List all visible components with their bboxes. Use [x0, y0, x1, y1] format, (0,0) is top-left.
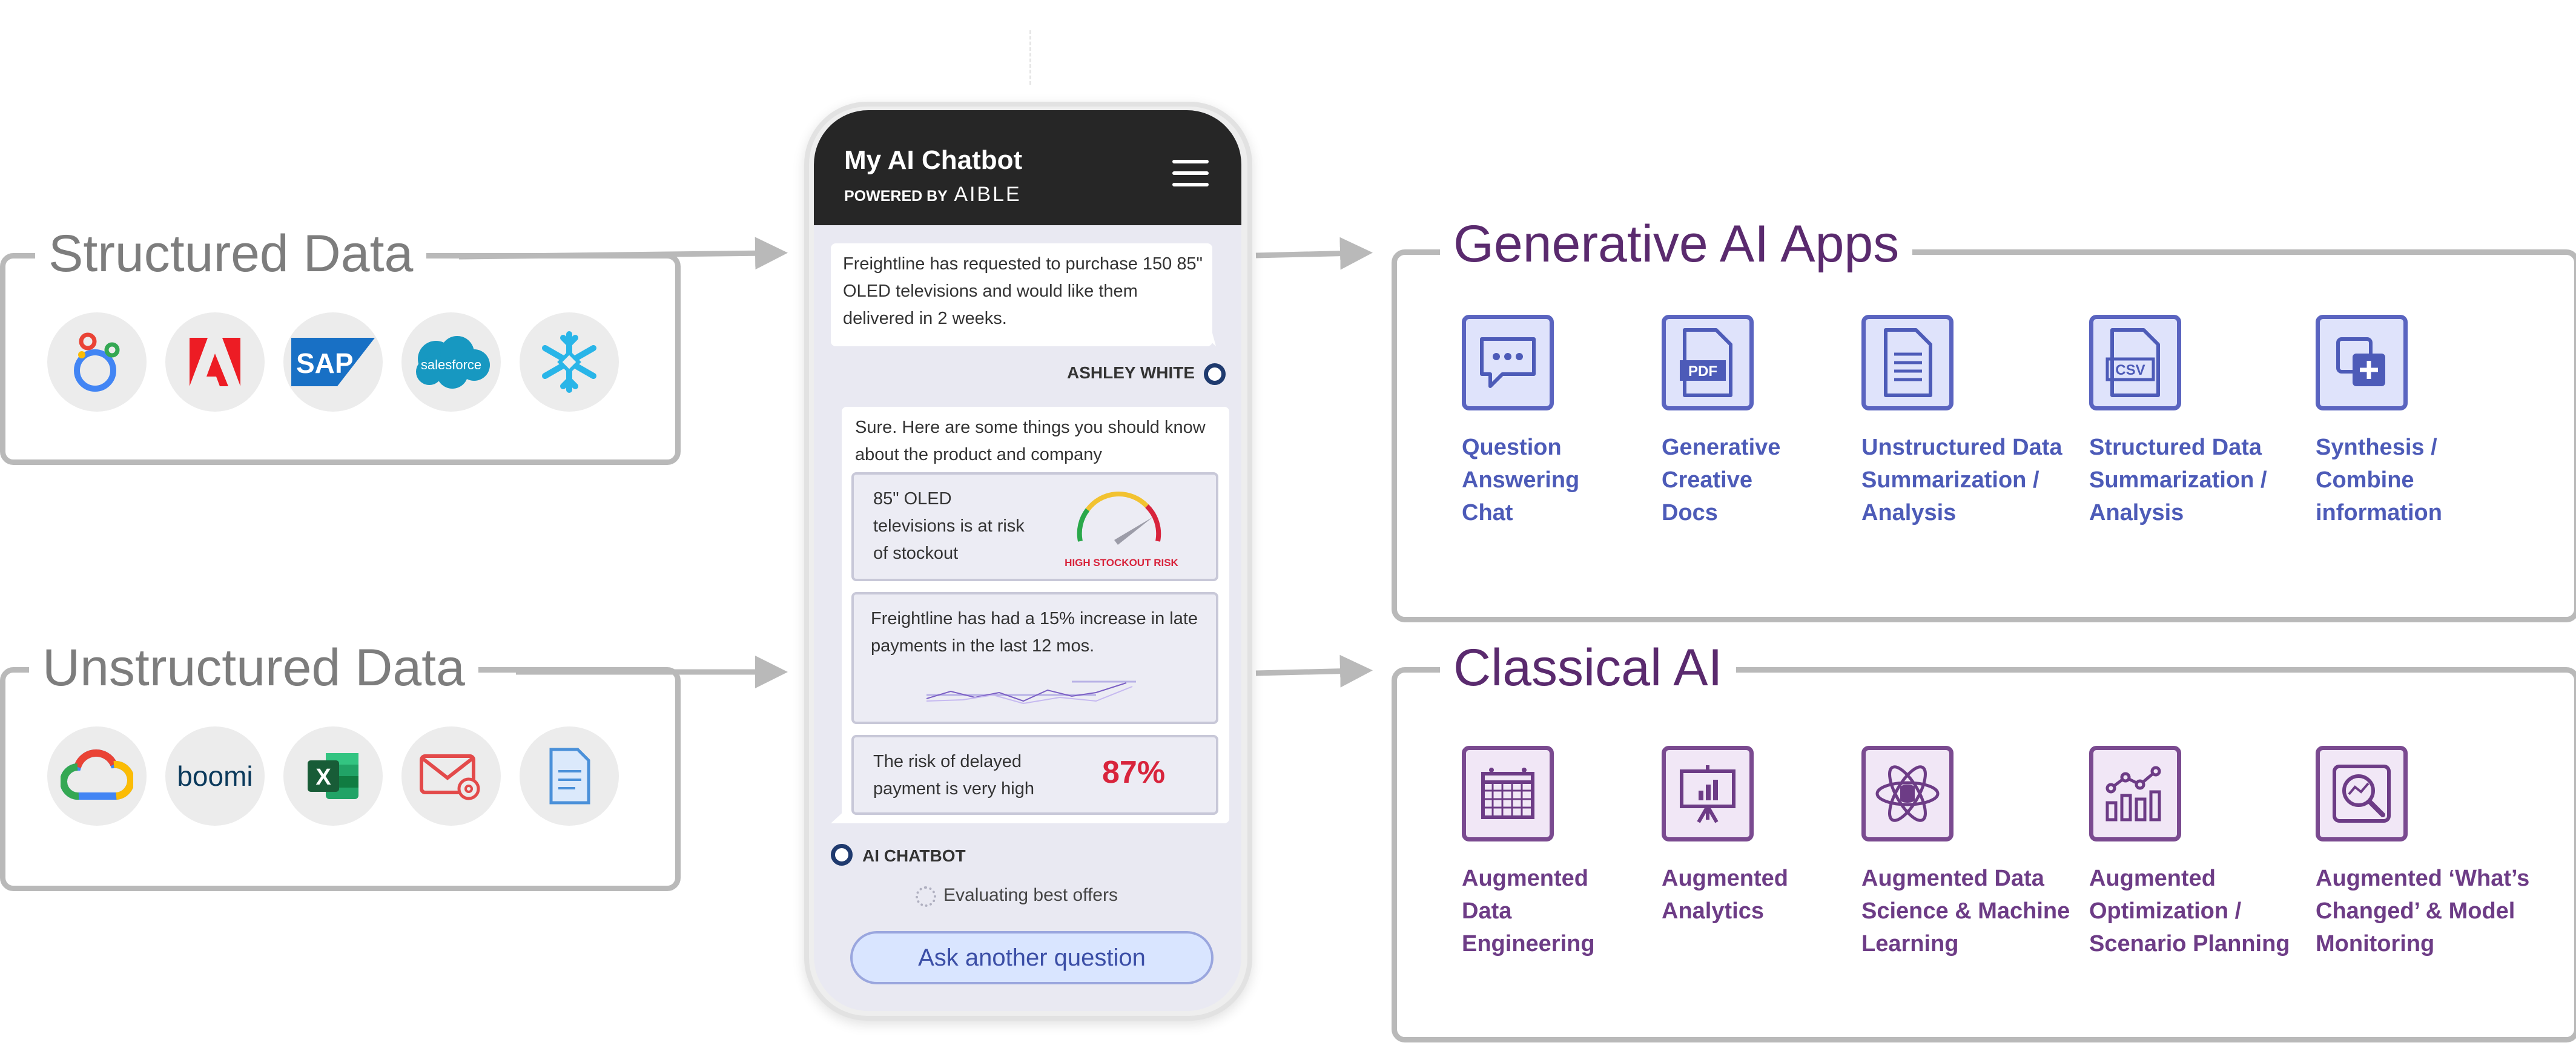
snowflake-logo-icon — [520, 312, 619, 412]
salesforce-logo-icon: salesforce — [401, 312, 501, 412]
app-label: Unstructured Data Summarization / Analys… — [1861, 435, 2062, 525]
gauge-label: HIGH STOCKOUT RISK — [1065, 557, 1178, 568]
generative-ai-title: Generative AI Apps — [1440, 218, 1913, 270]
adobe-logo-icon — [165, 312, 265, 412]
excel-logo-icon: X — [283, 726, 383, 826]
payment-risk-card: The risk of delayed payment is very high… — [851, 735, 1218, 815]
app-label: Augmented Optimization / Scenario Planni… — [2089, 866, 2290, 957]
powered-by-text: POWERED BY — [844, 188, 948, 205]
classical-ai-title: Classical AI — [1440, 642, 1736, 694]
bot-name: AI CHATBOT — [862, 846, 966, 865]
salesforce-logo-text: salesforce — [421, 357, 481, 372]
google-cloud-logo-icon — [47, 726, 147, 826]
classical-ai-panel — [1392, 667, 2576, 1042]
chatbot-title: My AI Chatbot — [844, 145, 1023, 175]
magnify-chart-icon — [2316, 746, 2408, 841]
bot-response-bubble: Sure. Here are some things you should kn… — [842, 407, 1229, 823]
app-label: Structured Data Summarization / Analysis — [2089, 435, 2267, 525]
arrow-generative — [1255, 237, 1373, 270]
powered-by-label: POWERED BY AIBLE — [844, 183, 1022, 206]
app-generative-creative-docs[interactable]: PDF Generative Creative Docs — [1662, 315, 1880, 529]
app-augmented-data-science[interactable]: Augmented Data Science & Machine Learnin… — [1861, 746, 2079, 960]
risk-value: 87% — [1102, 755, 1166, 790]
user-indicator-icon — [1204, 363, 1226, 385]
chat-bubble-icon — [1462, 315, 1554, 410]
guide-line — [1029, 30, 1031, 85]
chatbot-header: My AI Chatbot POWERED BY AIBLE — [814, 110, 1241, 225]
sap-logo-text: SAP — [296, 347, 354, 379]
bot-bubble-tail — [831, 810, 845, 823]
generative-ai-panel — [1392, 249, 2576, 622]
combine-copy-icon — [2316, 315, 2408, 410]
app-augmented-whats-changed[interactable]: Augmented ‘What’s Changed’ & Model Monit… — [2316, 746, 2534, 960]
stockout-card: 85" OLED televisions is at risk of stock… — [851, 472, 1218, 581]
late-payments-card-text: Freightline has had a 15% increase in la… — [871, 609, 1198, 656]
pdf-icon-text: PDF — [1688, 363, 1717, 380]
presentation-chart-icon — [1662, 746, 1754, 841]
arrow-structured — [458, 237, 788, 270]
csv-icon-text: CSV — [2115, 362, 2145, 378]
csv-file-icon: CSV — [2089, 315, 2181, 410]
atom-database-icon — [1861, 746, 1953, 841]
late-payments-card: Freightline has had a 15% increase in la… — [851, 592, 1218, 724]
svg-text:X: X — [315, 765, 331, 790]
user-name: ASHLEY WHITE — [1067, 363, 1195, 382]
boomi-logo-text: boomi — [177, 760, 253, 792]
app-augmented-analytics[interactable]: Augmented Analytics — [1662, 746, 1880, 927]
unstructured-data-title: Unstructured Data — [29, 642, 478, 694]
boomi-logo-icon: boomi — [165, 726, 265, 826]
app-augmented-data-engineering[interactable]: Augmented Data Engineering — [1462, 746, 1680, 960]
arrow-classical — [1255, 654, 1373, 688]
stockout-card-text: 85" OLED televisions is at risk of stock… — [873, 489, 1025, 563]
text-document-icon — [1861, 315, 1953, 410]
app-label: Generative Creative Docs — [1662, 435, 1781, 525]
menu-icon[interactable] — [1172, 160, 1209, 186]
sap-logo-icon: SAP — [283, 312, 383, 412]
aible-brand: AIBLE — [954, 183, 1022, 206]
structured-data-title: Structured Data — [35, 228, 427, 280]
app-label: Augmented Data Science & Machine Learnin… — [1861, 866, 2070, 957]
app-synthesis-combine[interactable]: Synthesis / Combine information — [2316, 315, 2534, 529]
app-unstructured-summarization[interactable]: Unstructured Data Summarization / Analys… — [1861, 315, 2079, 529]
app-label: Question Answering Chat — [1462, 435, 1580, 525]
bot-indicator-icon — [831, 844, 853, 866]
app-label: Augmented Analytics — [1662, 866, 1788, 924]
status-text: Evaluating best offers — [943, 885, 1118, 905]
app-structured-summarization[interactable]: CSV Structured Data Summarization / Anal… — [2089, 315, 2307, 529]
pdf-file-icon: PDF — [1662, 315, 1754, 410]
ask-another-question-button[interactable]: Ask another question — [850, 931, 1214, 984]
app-augmented-optimization[interactable]: Augmented Optimization / Scenario Planni… — [2089, 746, 2307, 960]
bot-intro-text: Sure. Here are some things you should kn… — [855, 418, 1206, 464]
payments-sparkline-icon — [926, 680, 1136, 705]
document-icon — [520, 726, 619, 826]
app-label: Augmented ‘What’s Changed’ & Model Monit… — [2316, 866, 2530, 957]
payment-risk-card-text: The risk of delayed payment is very high — [873, 752, 1034, 799]
user-message-bubble: Freightline has requested to purchase 15… — [831, 243, 1212, 346]
user-bubble-tail — [1201, 333, 1216, 346]
loading-spinner-icon — [916, 886, 936, 907]
email-icon — [401, 726, 501, 826]
app-label: Synthesis / Combine information — [2316, 435, 2442, 525]
chatbot-screen: My AI Chatbot POWERED BY AIBLE Freightli… — [814, 110, 1241, 1011]
stockout-gauge-icon — [1077, 491, 1161, 545]
app-question-answering[interactable]: Question Answering Chat — [1462, 315, 1680, 529]
app-label: Augmented Data Engineering — [1462, 866, 1595, 957]
user-message-text: Freightline has requested to purchase 15… — [843, 254, 1203, 328]
line-bar-chart-icon — [2089, 746, 2181, 841]
looker-logo-icon — [47, 312, 147, 412]
data-grid-icon — [1462, 746, 1554, 841]
